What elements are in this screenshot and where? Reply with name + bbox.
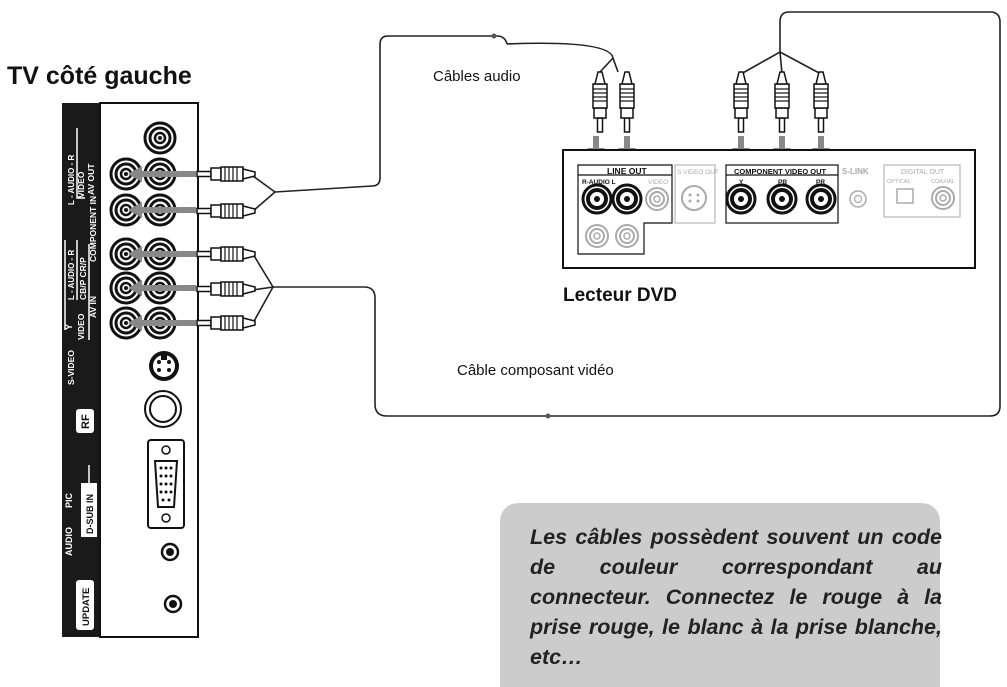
tv-label-audio-top: L - AUDIO - R (67, 155, 76, 205)
dvd-label-video: VIDEO (648, 179, 668, 186)
cables (252, 11, 1001, 417)
dvd-audio-plug-r (592, 71, 608, 133)
tv-label-video-mid: VIDEO (76, 313, 86, 340)
dvd-component-plug-pr (813, 71, 829, 133)
tv-label-d-sub-in: D-SUB IN (85, 494, 95, 534)
dvd-optical-port (896, 188, 914, 204)
tv-update-jack (163, 594, 183, 614)
tv-side-panel: L - AUDIO - R AV OUT VIDEO COMPONENT IN … (62, 102, 199, 638)
dvd-label-s-link: S-LINK (842, 167, 869, 176)
tv-label-audio-mid: L - AUDIO - R (67, 250, 76, 300)
dvd-label-optical: OPTICAL (887, 179, 911, 185)
dvd-label-digital-out: DIGITAL OUT (901, 169, 945, 176)
dvd-component-plug-y (733, 71, 749, 133)
tv-label-video-top: VIDEO (76, 171, 86, 198)
dvd-label-pr: PR (816, 179, 825, 186)
dvd-label-component-video-out: COMPONENT VIDEO OUT (734, 167, 827, 176)
tv-label-av-in: AV IN (88, 296, 98, 318)
tv-component-plug-pr (196, 246, 256, 262)
tv-label-pic: PIC (64, 492, 74, 508)
dvd-audio-r2-jack (585, 224, 609, 248)
tv-label-cbp-crp: CB/P CR/P (78, 257, 88, 300)
tv-audio-plug-red (196, 166, 256, 182)
note-box (500, 503, 940, 687)
dvd-component-plug-pb (774, 71, 790, 133)
dvd-label-y: Y (739, 179, 744, 186)
dvd-video-jack (645, 187, 669, 211)
dvd-audio-l2-jack (615, 224, 639, 248)
audio-cable (274, 35, 508, 193)
tv-label-y: Y (64, 324, 74, 330)
dvd-audio-r-jack (581, 183, 613, 215)
dvd-audio-plug-l (619, 71, 635, 133)
dvd-label-line-out: LINE OUT (607, 166, 647, 176)
tv-label-audio: AUDIO (64, 527, 74, 556)
audio-cables-label: Câbles audio (433, 68, 521, 85)
component-cable-label: Câble composant vidéo (457, 362, 614, 379)
dvd-audio-l-jack (611, 183, 643, 215)
tv-audio-jack (160, 542, 180, 562)
tv-label-update: UPDATE (81, 588, 92, 626)
dvd-component-pb-jack (766, 183, 798, 215)
tv-top-jack (143, 121, 177, 155)
tv-side-title: TV côté gauche (7, 62, 192, 90)
dvd-s-video-jack (681, 185, 707, 211)
tv-component-plug-pb (196, 281, 256, 297)
dvd-label-coaxial: COAXIAL (931, 179, 955, 185)
tv-label-av-out: AV OUT (86, 163, 96, 195)
tv-label-component-in: COMPONENT IN (88, 196, 98, 262)
dvd-component-pr-jack (805, 183, 837, 215)
dvd-label-pb: PB (778, 179, 787, 186)
dvd-coaxial-jack (931, 186, 955, 210)
tv-label-s-video: S-VIDEO (66, 350, 76, 385)
tv-s-video-jack (149, 351, 179, 381)
dvd-back-panel: LINE OUT R-AUDIO L VIDEO S VIDEO OUT COM… (562, 149, 976, 269)
dvd-label-s-video-out: S VIDEO OUT (677, 169, 719, 176)
component-cable (273, 11, 1001, 417)
tv-black-strip (62, 103, 100, 637)
tv-jack-plate (99, 102, 199, 638)
tv-audio-plug-white (196, 203, 256, 219)
dvd-label-r-audio-l: R-AUDIO L (582, 179, 616, 186)
tv-rf-jack (144, 390, 182, 428)
dvd-player-title: Lecteur DVD (563, 285, 678, 306)
dvd-component-y-jack (725, 183, 757, 215)
note-text: Les câbles possèdent souvent un code de … (530, 525, 942, 669)
tv-label-rf: RF (80, 414, 92, 429)
tv-component-plug-y (196, 315, 256, 331)
tv-d-sub-connector (147, 439, 185, 529)
